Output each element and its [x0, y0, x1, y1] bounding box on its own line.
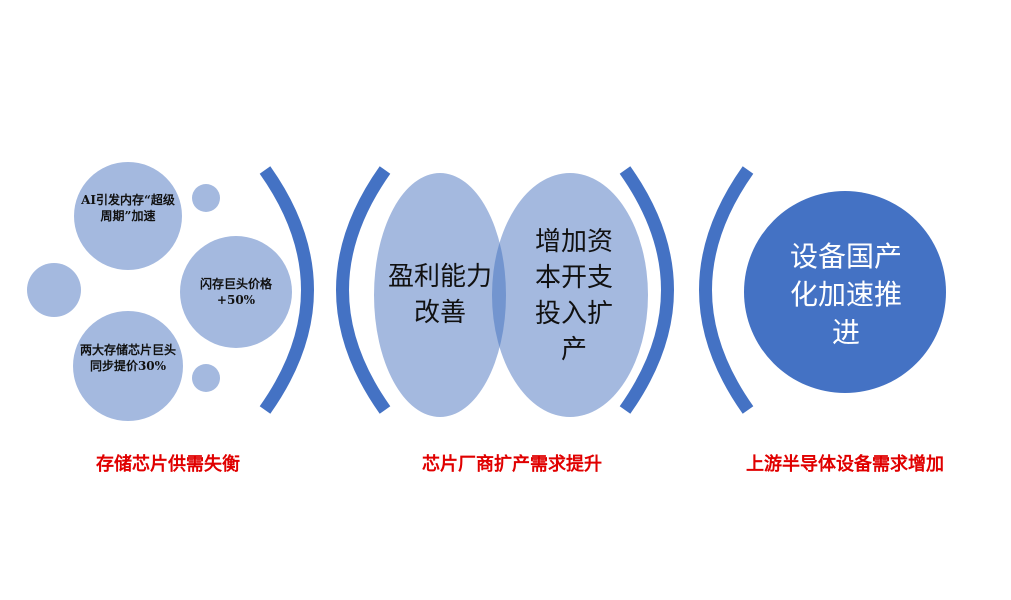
- bubble-top-text: AI引发内存“超级周期”加速: [81, 193, 175, 223]
- bubble-bottom: [73, 311, 183, 421]
- ellipse-right: [492, 173, 648, 417]
- bubble-left: [27, 263, 81, 317]
- circle-domestic: [744, 191, 946, 393]
- bracket-left-3: [699, 166, 754, 414]
- bracket-right-1: [259, 166, 314, 414]
- ellipse-left-text: 盈利能力改善: [388, 262, 493, 328]
- bubble-top: [74, 162, 182, 270]
- bubble-right: [180, 236, 292, 348]
- label-supply-demand: 存储芯片供需失衡: [96, 454, 240, 475]
- bubble-bottom-text: 两大存储芯片巨头同步提价30%: [80, 343, 177, 373]
- circle-domestic-text: 设备国产化加速推进: [790, 240, 903, 349]
- label-capacity-expansion: 芯片厂商扩产需求提升: [422, 454, 602, 475]
- bubble-right-text: 闪存巨头价格+50%: [199, 277, 272, 307]
- bracket-right-2: [619, 166, 674, 414]
- ellipse-right-text: 增加资本开支投入扩产: [534, 227, 613, 365]
- bubble-small-top: [192, 184, 220, 212]
- bubble-small-bottom: [192, 364, 220, 392]
- label-equipment-demand: 上游半导体设备需求增加: [746, 454, 944, 475]
- bracket-left-2: [336, 166, 391, 414]
- ellipse-left: [374, 173, 506, 417]
